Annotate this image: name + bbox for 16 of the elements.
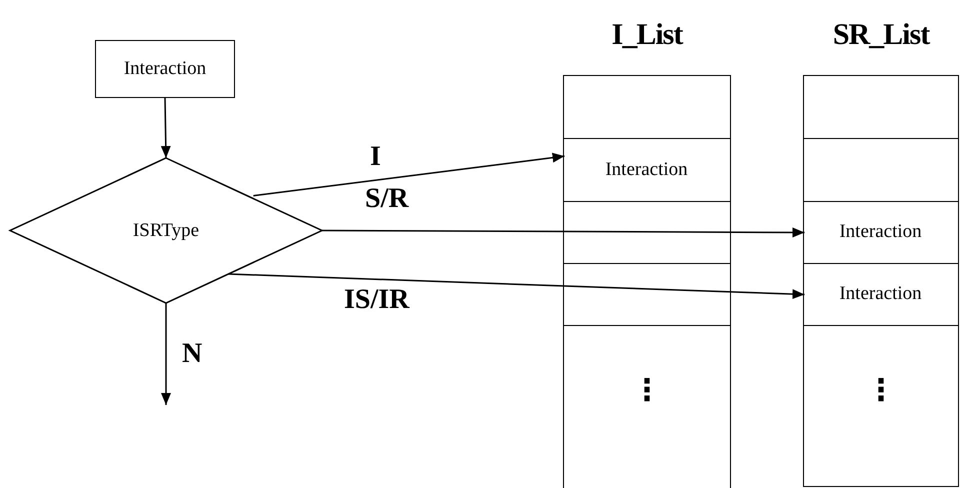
process-box <box>95 40 235 98</box>
decision-text: ISRType <box>132 220 200 242</box>
arrow <box>161 303 171 405</box>
ellipsis: ⋮ <box>632 376 662 406</box>
box-text: Interaction <box>124 58 206 80</box>
list-heading: I_List <box>612 18 682 52</box>
decision-diamond <box>10 158 322 303</box>
entry-text: Interaction <box>839 221 922 243</box>
entry-text: Interaction <box>605 158 688 180</box>
arrow <box>253 152 565 196</box>
arrow <box>160 98 171 158</box>
arrow <box>322 227 804 238</box>
entry-text: Interaction <box>839 283 922 305</box>
ellipsis: ⋮ <box>866 376 896 406</box>
list-heading: SR_List <box>832 18 930 52</box>
arrow <box>228 273 805 300</box>
